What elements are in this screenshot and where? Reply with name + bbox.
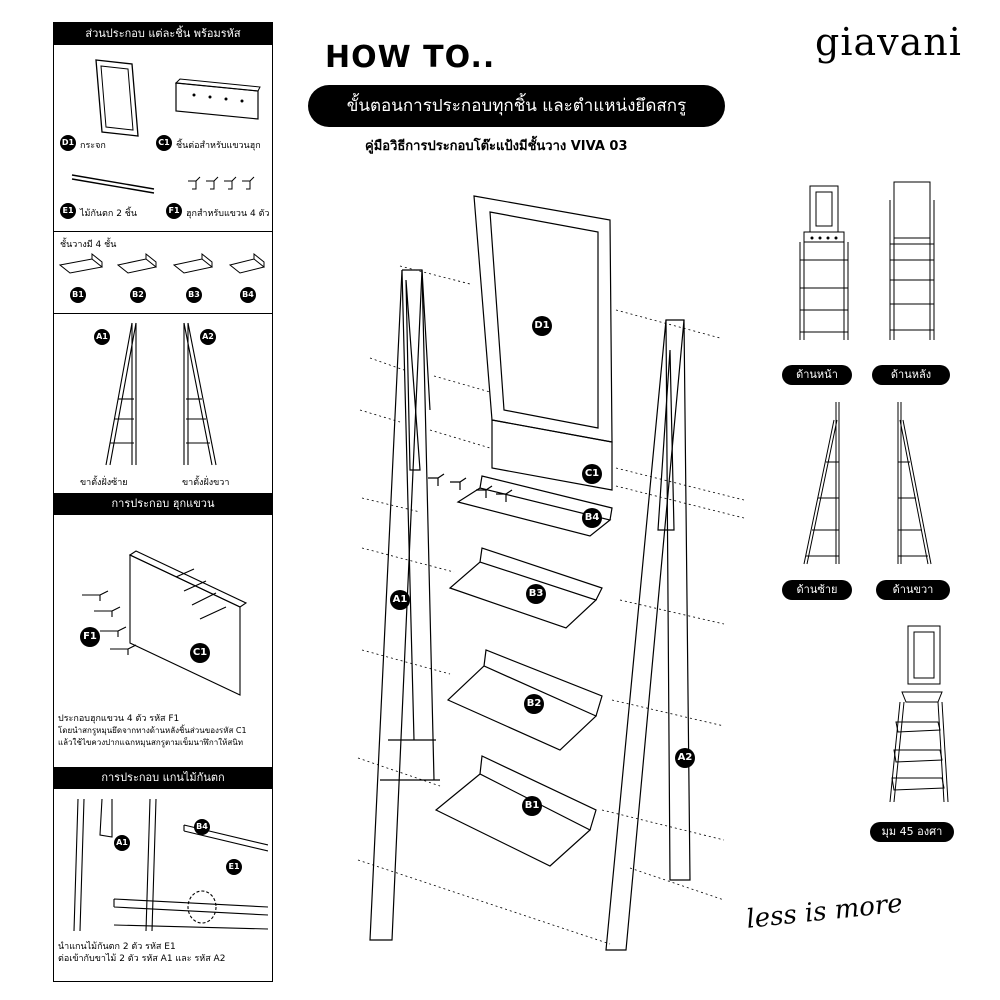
leg-badge-a2: A2	[200, 329, 216, 345]
part-badge-c1: C1	[156, 135, 172, 151]
part-label-f1: ฮุกสำหรับแขวน 4 ตัว	[186, 209, 270, 219]
left-leg-part-illustration	[92, 319, 152, 469]
angle-view	[880, 622, 960, 812]
leg-badge-a1: A1	[94, 329, 110, 345]
diagram-label-b2: B2	[524, 694, 544, 714]
rail-assembly-illustration	[58, 795, 268, 935]
shelf-badge-b4: B4	[240, 287, 256, 303]
right-leg-part-illustration	[172, 319, 232, 469]
parts-panel-title: ส่วนประกอบ แต่ละชิ้น พร้อมรหัส	[54, 23, 272, 45]
hook-badge-c1: C1	[190, 643, 210, 663]
hook-badge-f1: F1	[80, 627, 100, 647]
part-label-e1: ไม้กันตก 2 ชิ้น	[80, 209, 138, 219]
shelf-badge-b2: B2	[130, 287, 146, 303]
part-badge-f1: F1	[166, 203, 182, 219]
rail-badge-b4: B4	[194, 819, 210, 835]
mirror-part-illustration	[92, 58, 142, 138]
hook-instruction-line: แล้วใช้ไขควงปากแฉกหมุนสกรูตามเข็มนาฬิกาใ…	[58, 738, 244, 747]
part-label-c1: ชิ้นต่อสำหรับแขวนฮุก	[176, 141, 261, 151]
divider	[54, 231, 272, 232]
hook-board-part-illustration	[172, 75, 262, 123]
diagram-label-b4: B4	[582, 508, 602, 528]
hook-instructions: ประกอบฮุกแขวน 4 ตัว รหัส F1 โดยนำสกรูหมุ…	[58, 713, 272, 749]
view-label-right: ด้านขวา	[876, 580, 950, 600]
leg-label-left: ขาตั้งฝั่งซ้าย	[80, 478, 128, 488]
rail-instructions: นำแกนไม้กันตก 2 ตัว รหัส E1 ต่อเข้ากับขา…	[58, 941, 272, 965]
slogan: less is more	[745, 888, 904, 935]
guard-rail-part-illustration	[68, 171, 158, 197]
brand-logo: giavani	[815, 20, 962, 64]
rail-badge-e1: E1	[226, 859, 242, 875]
shelves-count-label: ชั้นวางมี 4 ชั้น	[60, 240, 117, 250]
hook-assembly-illustration	[74, 547, 264, 697]
leg-label-right: ขาตั้งฝั่งขวา	[182, 478, 230, 488]
hook-instruction-line: ประกอบฮุกแขวน 4 ตัว รหัส F1	[58, 714, 180, 724]
diagram-label-d1: D1	[532, 316, 552, 336]
part-badge-d1: D1	[60, 135, 76, 151]
diagram-label-c1: C1	[582, 464, 602, 484]
view-label-front: ด้านหน้า	[782, 365, 852, 385]
side-views	[790, 400, 950, 572]
shelf-badge-b1: B1	[70, 287, 86, 303]
shelves-part-illustration	[54, 251, 272, 283]
parts-panel: ส่วนประกอบ แต่ละชิ้น พร้อมรหัส D1 กระจก …	[53, 22, 273, 982]
rail-instruction-line: ต่อเข้ากับขาไม้ 2 ตัว รหัส A1 และ รหัส A…	[58, 954, 226, 964]
diagram-label-a2: A2	[675, 748, 695, 768]
rail-section-title: การประกอบ แกนไม้กันตก	[54, 767, 272, 789]
diagram-label-b3: B3	[526, 584, 546, 604]
part-label-d1: กระจก	[80, 141, 106, 151]
divider	[54, 313, 272, 314]
part-badge-e1: E1	[60, 203, 76, 219]
exploded-assembly-diagram	[340, 180, 760, 960]
page-title: HOW TO..	[325, 40, 496, 75]
diagram-label-a1: A1	[390, 590, 410, 610]
diagram-label-b1: B1	[522, 796, 542, 816]
hooks-part-illustration	[184, 173, 264, 195]
rail-badge-a1: A1	[114, 835, 130, 851]
view-label-back: ด้านหลัง	[872, 365, 950, 385]
hook-section-title: การประกอบ ฮุกแขวน	[54, 493, 272, 515]
shelf-badge-b3: B3	[186, 287, 202, 303]
rail-instruction-line: นำแกนไม้กันตก 2 ตัว รหัส E1	[58, 942, 176, 952]
subtitle-banner: ขั้นตอนการประกอบทุกชิ้น และตำแหน่งยึดสกร…	[308, 85, 725, 127]
front-back-views	[790, 180, 950, 350]
view-label-left: ด้านซ้าย	[782, 580, 852, 600]
manual-title: คู่มือวิธีการประกอบโต๊ะแป้งมีชั้นวาง VIV…	[365, 139, 628, 154]
view-label-angle: มุม 45 องศา	[870, 822, 954, 842]
hook-instruction-line: โดยนำสกรูหมุนยึดจากทางด้านหลังชิ้นส่วนขอ…	[58, 726, 247, 735]
